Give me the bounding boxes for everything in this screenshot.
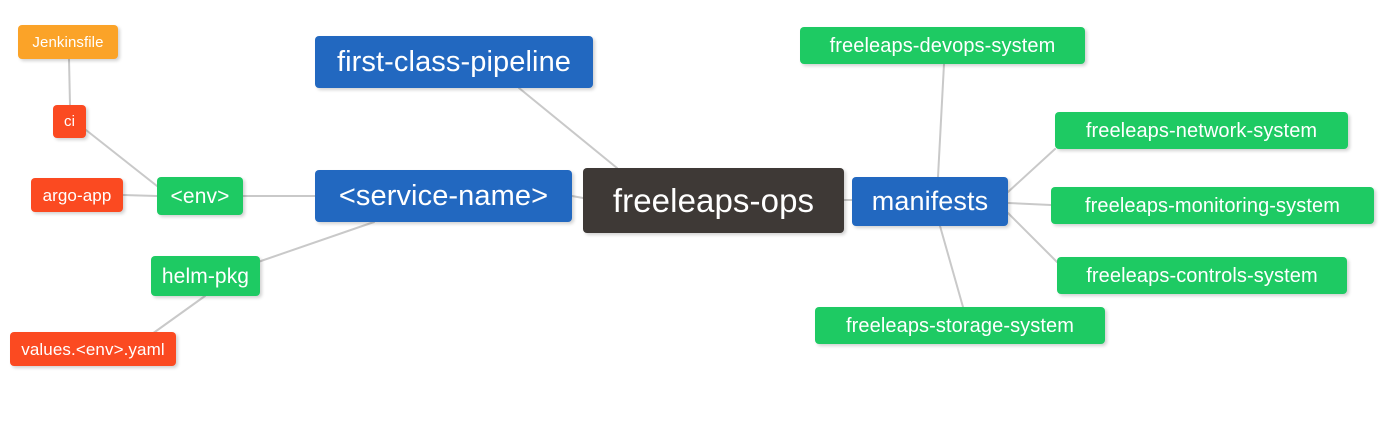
node-jenkinsfile[interactable]: Jenkinsfile bbox=[18, 25, 118, 59]
edge-jenkinsfile-to-ci bbox=[68, 58, 71, 106]
edge-first-class-pipeline-to-freeleaps-ops bbox=[518, 87, 618, 169]
edge-manifests-to-freeleaps-controls-system bbox=[1007, 212, 1058, 263]
node-values-yaml[interactable]: values.<env>.yaml bbox=[10, 332, 176, 366]
edge-manifests-to-freeleaps-network-system bbox=[1007, 148, 1056, 193]
node-freeleaps-ops[interactable]: freeleaps-ops bbox=[583, 168, 844, 233]
node-freeleaps-monitoring-system[interactable]: freeleaps-monitoring-system bbox=[1051, 187, 1374, 224]
node-freeleaps-devops-system[interactable]: freeleaps-devops-system bbox=[800, 27, 1085, 64]
node-freeleaps-network-system[interactable]: freeleaps-network-system bbox=[1055, 112, 1348, 149]
node-env[interactable]: <env> bbox=[157, 177, 243, 215]
edge-service-name-to-freeleaps-ops bbox=[571, 195, 584, 199]
node-service-name[interactable]: <service-name> bbox=[315, 170, 572, 222]
node-helm-pkg[interactable]: helm-pkg bbox=[151, 256, 260, 296]
edge-helm-pkg-to-service-name bbox=[257, 221, 375, 263]
edge-manifests-to-freeleaps-monitoring-system bbox=[1007, 202, 1052, 206]
edge-argo-app-to-env bbox=[122, 194, 158, 197]
node-freeleaps-storage-system[interactable]: freeleaps-storage-system bbox=[815, 307, 1105, 344]
node-ci[interactable]: ci bbox=[53, 105, 86, 138]
node-first-class-pipeline[interactable]: first-class-pipeline bbox=[315, 36, 593, 88]
edge-values-yaml-to-helm-pkg bbox=[151, 295, 206, 335]
node-argo-app[interactable]: argo-app bbox=[31, 178, 123, 212]
node-freeleaps-controls-system[interactable]: freeleaps-controls-system bbox=[1057, 257, 1347, 294]
edge-manifests-to-freeleaps-storage-system bbox=[939, 225, 964, 308]
node-manifests[interactable]: manifests bbox=[852, 177, 1008, 226]
edge-manifests-to-freeleaps-devops-system bbox=[937, 63, 945, 178]
